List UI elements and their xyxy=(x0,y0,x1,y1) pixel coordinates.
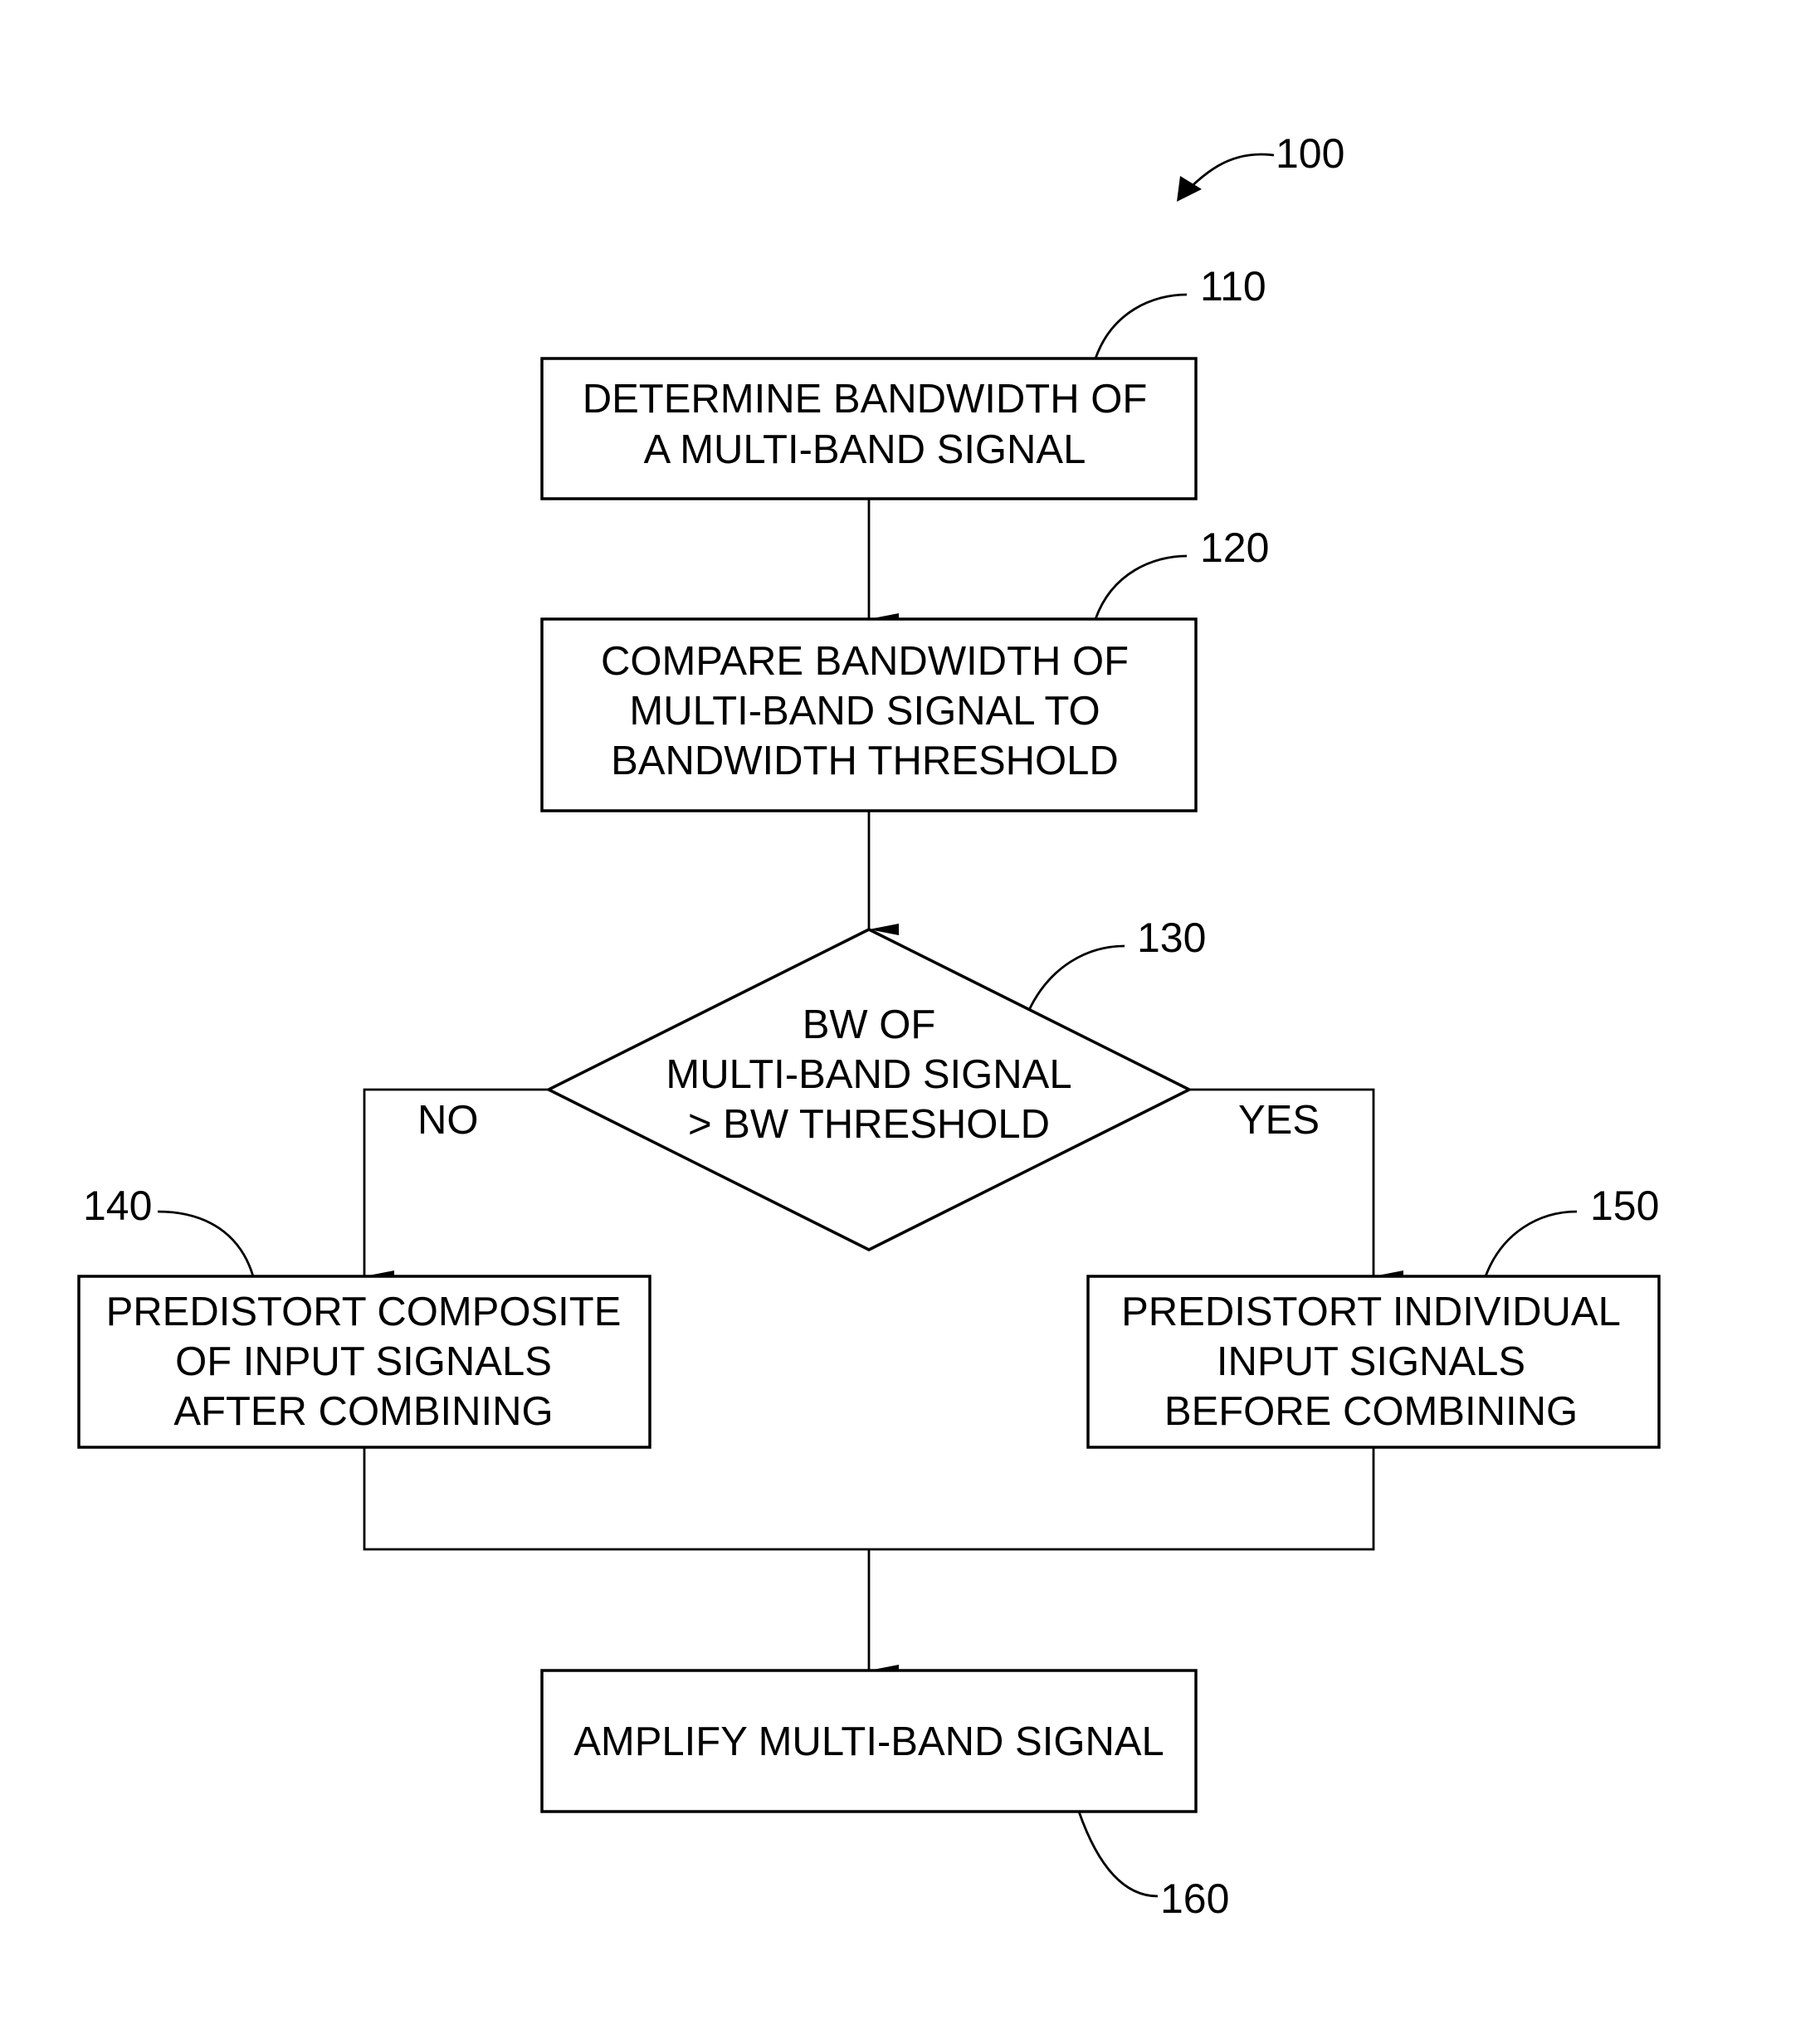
decision-130-ref: 130 xyxy=(1137,914,1206,961)
step-150-ref: 150 xyxy=(1590,1183,1659,1229)
merge-line xyxy=(364,1447,1374,1549)
step-120-leader xyxy=(1095,556,1187,619)
figure-ref-label: 100 xyxy=(1276,130,1344,177)
step-150-line-1: PREDISTORT INDIVIDUAL xyxy=(1121,1290,1621,1334)
step-140-line-2: OF INPUT SIGNALS xyxy=(175,1339,552,1384)
step-140-line-1: PREDISTORT COMPOSITE xyxy=(106,1290,622,1334)
step-110-leader xyxy=(1095,295,1187,358)
step-150-line-2: INPUT SIGNALS xyxy=(1217,1339,1525,1384)
step-110-ref: 110 xyxy=(1200,263,1266,310)
decision-130-leader xyxy=(1029,946,1125,1010)
step-110-line-1: DETERMINE BANDWIDTH OF xyxy=(583,377,1148,422)
step-140-ref: 140 xyxy=(83,1183,152,1229)
step-150-line-3: BEFORE COMBINING xyxy=(1164,1389,1578,1434)
step-120-line-2: MULTI-BAND SIGNAL TO xyxy=(629,689,1100,734)
no-branch-label: NO xyxy=(417,1098,479,1143)
decision-130-line-1: BW OF xyxy=(803,1002,936,1047)
step-120-line-1: COMPARE BANDWIDTH OF xyxy=(601,639,1129,684)
step-150-leader xyxy=(1486,1212,1577,1276)
step-120-line-3: BANDWIDTH THRESHOLD xyxy=(611,739,1119,783)
decision-130-line-2: MULTI-BAND SIGNAL xyxy=(666,1052,1071,1097)
step-140-line-3: AFTER COMBINING xyxy=(173,1389,553,1434)
step-110-line-2: A MULTI-BAND SIGNAL xyxy=(644,427,1086,472)
decision-130-line-3: > BW THRESHOLD xyxy=(688,1102,1050,1147)
yes-branch-label: YES xyxy=(1238,1098,1320,1143)
step-120-ref: 120 xyxy=(1200,524,1269,571)
step-160-ref: 160 xyxy=(1160,1875,1229,1922)
step-160-line-1: AMPLIFY MULTI-BAND SIGNAL xyxy=(573,1719,1164,1764)
step-140-leader xyxy=(158,1212,253,1276)
step-160-leader xyxy=(1079,1812,1158,1896)
